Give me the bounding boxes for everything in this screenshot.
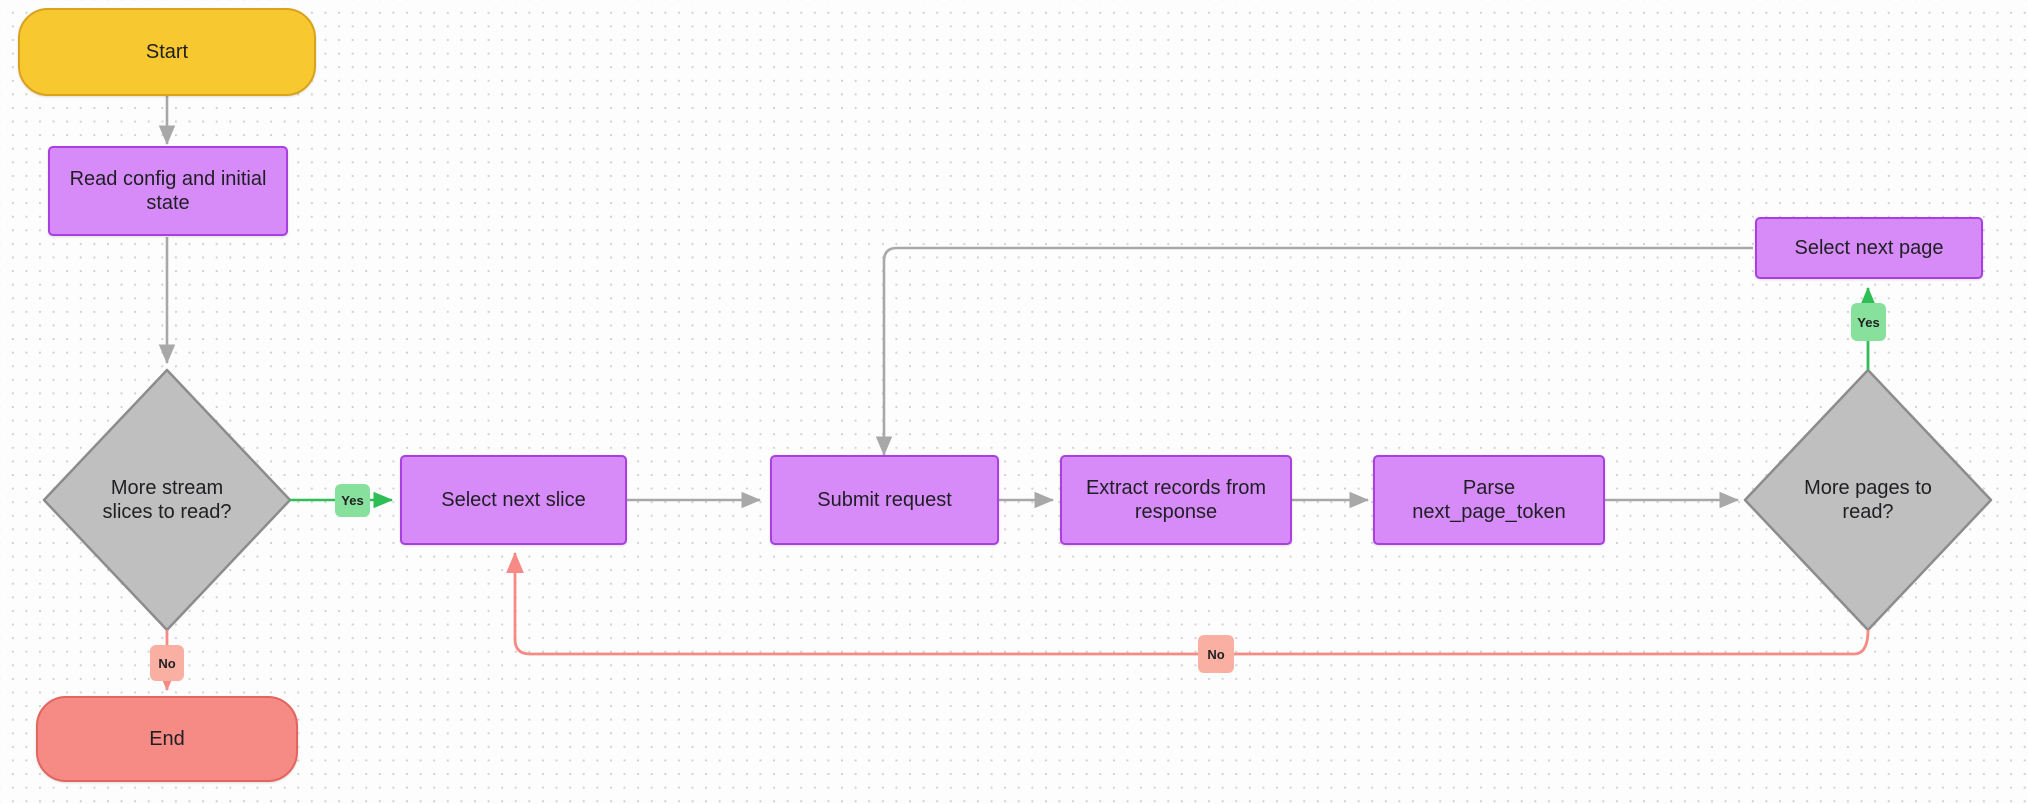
node-more-pages[interactable]: More pages to read?	[1745, 370, 1991, 630]
node-select-next-slice[interactable]: Select next slice	[400, 455, 627, 545]
edge-more-pages-no	[506, 551, 1870, 656]
node-read-config[interactable]: Read config and initial state	[48, 146, 288, 236]
node-submit-request[interactable]: Submit request	[770, 455, 999, 545]
node-parse-next-page-token-label: Parse next_page_token	[1412, 476, 1565, 525]
edge-label-pages-no-text: No	[1207, 646, 1225, 662]
node-select-next-slice-label: Select next slice	[441, 488, 586, 511]
edge-label-pages-no: No	[1198, 635, 1234, 673]
edge-label-slices-yes-text: Yes	[341, 493, 364, 508]
node-start[interactable]: Start	[18, 8, 316, 96]
node-submit-request-label: Submit request	[817, 488, 952, 511]
edge-label-slices-no-text: No	[158, 655, 176, 671]
node-more-pages-line2: read?	[1842, 501, 1894, 523]
edge-label-slices-yes: Yes	[335, 484, 370, 517]
node-end-label: End	[149, 727, 185, 750]
edge-label-slices-no: No	[150, 645, 184, 681]
node-read-config-label: Read config and initial state	[69, 167, 267, 214]
node-start-label: Start	[145, 40, 189, 63]
node-more-stream-slices-line2: slices to read?	[102, 501, 232, 523]
edge-label-pages-yes: Yes	[1851, 303, 1886, 341]
node-extract-records-label: Extract records from response	[1085, 476, 1267, 523]
node-more-pages-label: More pages to read?	[1792, 476, 1944, 525]
edge-select-page-to-submit	[875, 246, 1753, 457]
node-extract-records[interactable]: Extract records from response	[1060, 455, 1292, 545]
node-select-next-page[interactable]: Select next page	[1755, 217, 1983, 279]
node-select-next-page-label: Select next page	[1794, 236, 1944, 259]
node-more-stream-slices[interactable]: More stream slices to read?	[44, 370, 290, 630]
node-more-stream-slices-label: More stream slices to read?	[91, 476, 244, 525]
node-parse-line2: next_page_token	[1412, 501, 1566, 523]
node-parse-next-page-token[interactable]: Parse next_page_token	[1373, 455, 1605, 545]
node-more-pages-line1: More pages to	[1804, 476, 1932, 499]
edge-label-pages-yes-text: Yes	[1857, 314, 1880, 330]
node-more-stream-slices-line1: More stream	[110, 476, 224, 499]
node-end[interactable]: End	[36, 696, 298, 782]
node-parse-line1: Parse	[1462, 476, 1516, 499]
